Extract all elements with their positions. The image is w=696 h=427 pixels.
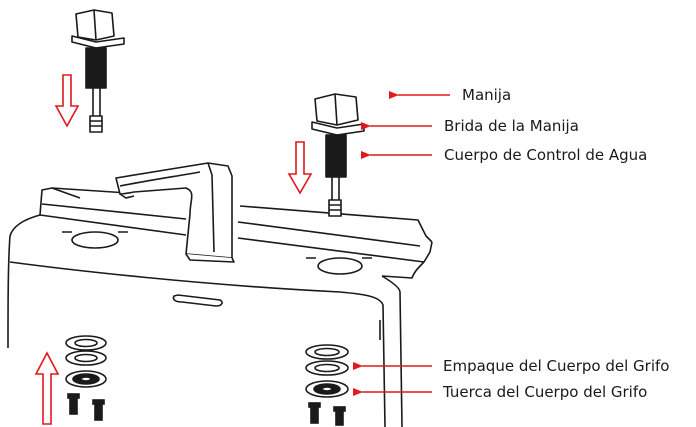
overflow-slot [172, 294, 223, 307]
faucet-body-nut [305, 380, 349, 398]
up-arrow-icon [34, 351, 60, 425]
handle-flange [311, 121, 365, 136]
faucet-body-gasket [65, 335, 107, 366]
faucet-body-gasket [305, 344, 349, 376]
bottom-hardware-right [305, 344, 349, 426]
control-body [325, 134, 347, 178]
mounting-hole-left [62, 231, 128, 249]
bottom-hardware-left [65, 335, 107, 421]
control-body [85, 47, 107, 89]
label-handle-flange: Brida de la Manija [444, 117, 579, 135]
label-faucet-body-gasket: Empaque del Cuerpo del Grifo [443, 357, 669, 375]
handle-assembly-right [311, 93, 365, 217]
mounting-screw [67, 393, 105, 421]
label-faucet-body-nut: Tuerca del Cuerpo del Grifo [442, 383, 647, 401]
down-arrow-icon [287, 141, 313, 195]
faucet-body-nut [65, 370, 107, 388]
mounting-hole-right [306, 257, 372, 275]
down-arrow-icon [54, 74, 80, 128]
faucet-spout [115, 162, 235, 263]
handle-flange [71, 35, 125, 49]
mounting-screw [308, 402, 346, 426]
handle-assembly-left [71, 9, 125, 133]
label-water-control-body: Cuerpo de Control de Agua [444, 146, 647, 164]
label-handle: Manija [462, 86, 511, 104]
